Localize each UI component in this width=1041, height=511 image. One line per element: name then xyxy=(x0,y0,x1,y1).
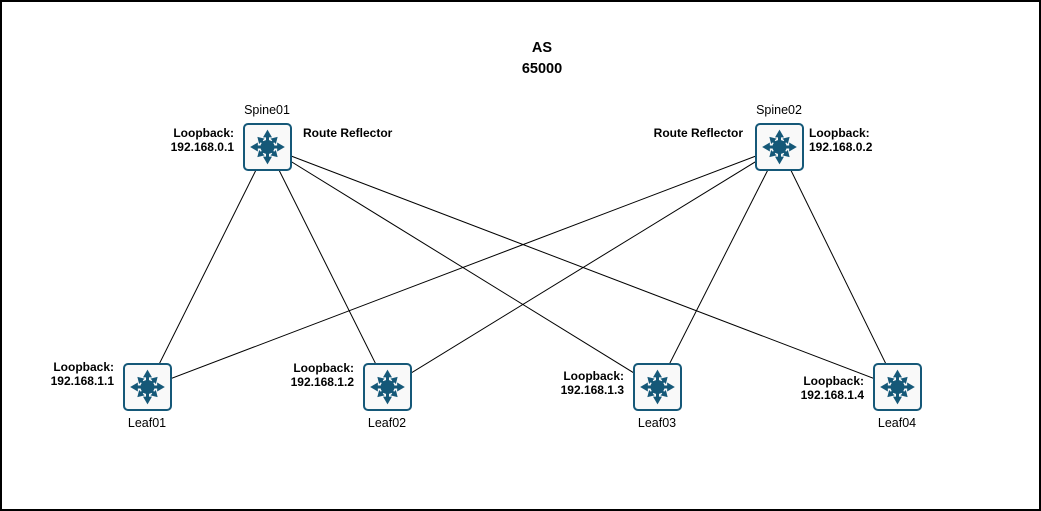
multilayer-switch-icon xyxy=(367,367,408,407)
node-spine01[interactable] xyxy=(243,123,292,171)
node-label-leaf01: Leaf01 xyxy=(127,416,167,430)
link-spine01-leaf02 xyxy=(267,146,388,388)
link-spine02-leaf01 xyxy=(147,146,780,388)
role-label-spine02: Route Reflector xyxy=(653,126,743,140)
loopback-caption: Loopback: xyxy=(293,361,354,375)
node-label-leaf03: Leaf03 xyxy=(637,416,677,430)
link-spine01-leaf04 xyxy=(267,146,898,388)
loopback-ip: 192.168.1.3 xyxy=(560,382,624,397)
loopback-caption: Loopback: xyxy=(803,374,864,388)
link-spine01-leaf01 xyxy=(147,146,268,388)
multilayer-switch-icon xyxy=(759,127,800,167)
loopback-ip: 192.168.1.2 xyxy=(290,374,354,389)
loopback-caption: Loopback: xyxy=(563,369,624,383)
node-label-spine01: Spine01 xyxy=(244,103,290,117)
multilayer-switch-icon xyxy=(637,367,678,407)
multilayer-switch-icon xyxy=(247,127,288,167)
node-leaf04[interactable] xyxy=(873,363,922,411)
link-spine02-leaf03 xyxy=(657,146,780,388)
node-label-spine02: Spine02 xyxy=(756,103,802,117)
loopback-label-leaf03: Loopback: 192.168.1.3 xyxy=(560,369,624,397)
multilayer-switch-icon xyxy=(127,367,168,407)
loopback-ip: 192.168.0.1 xyxy=(170,139,234,154)
loopback-ip: 192.168.0.2 xyxy=(809,139,873,154)
loopback-label-leaf01: Loopback: 192.168.1.1 xyxy=(50,360,114,388)
link-spine02-leaf02 xyxy=(387,146,780,388)
node-label-leaf04: Leaf04 xyxy=(877,416,917,430)
role-label-spine01: Route Reflector xyxy=(303,126,393,140)
diagram-title: AS 65000 xyxy=(442,38,642,80)
loopback-ip: 192.168.1.4 xyxy=(800,387,864,402)
loopback-caption: Loopback: xyxy=(173,126,234,140)
node-leaf03[interactable] xyxy=(633,363,682,411)
loopback-label-leaf02: Loopback: 192.168.1.2 xyxy=(290,361,354,389)
loopback-ip: 192.168.1.1 xyxy=(50,373,114,388)
as-number: 65000 xyxy=(521,61,563,77)
as-label: AS xyxy=(531,40,553,56)
loopback-caption: Loopback: xyxy=(809,126,870,140)
multilayer-switch-icon xyxy=(877,367,918,407)
loopback-caption: Loopback: xyxy=(53,360,114,374)
node-leaf01[interactable] xyxy=(123,363,172,411)
loopback-label-spine01: Loopback: 192.168.0.1 xyxy=(170,126,234,154)
link-spine02-leaf04 xyxy=(779,146,898,388)
loopback-label-spine02: Loopback: 192.168.0.2 xyxy=(809,126,873,154)
node-label-leaf02: Leaf02 xyxy=(367,416,407,430)
node-spine02[interactable] xyxy=(755,123,804,171)
node-leaf02[interactable] xyxy=(363,363,412,411)
loopback-label-leaf04: Loopback: 192.168.1.4 xyxy=(800,374,864,402)
